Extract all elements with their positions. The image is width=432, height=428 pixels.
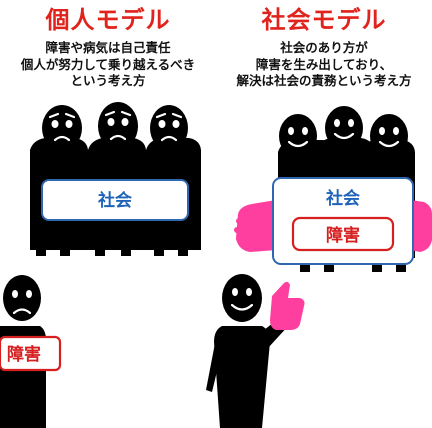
smiling-face-icon: [279, 114, 317, 158]
smiling-face-icon: [370, 114, 408, 158]
individual-desc-line: という考え方: [70, 73, 146, 88]
sad-face-icon: [3, 275, 41, 321]
social-society-label: 社会: [325, 188, 360, 209]
individual-barrier-label: 障害: [7, 344, 41, 365]
thumbs-up-icon: [270, 281, 305, 330]
individual-barrier-sign: [0, 335, 62, 372]
individual-society-sign: [41, 179, 189, 221]
social-barrier-label: 障害: [326, 225, 360, 246]
social-happy-person: [206, 274, 305, 428]
smiling-face-icon: [222, 274, 262, 322]
social-model-title: 社会モデル: [261, 6, 387, 34]
social-model-description: 社会のあり方が 障害を生み出しており、 解決は社会の責務という考え方: [216, 40, 432, 90]
smiling-face-icon: [325, 106, 363, 150]
individual-society-label: 社会: [97, 190, 132, 211]
helping-hand-icon: [234, 200, 276, 252]
social-model-crowd: 社会 障害: [234, 106, 432, 272]
social-barrier-sign: [291, 216, 395, 252]
individual-model-crowd: 社会: [30, 102, 201, 256]
individual-model-panel: 個人モデル 障害や病気は自己責任 個人が努力して乗り越えるべき という考え方: [0, 6, 216, 90]
social-model-panel: 社会モデル 社会のあり方が 障害を生み出しており、 解決は社会の責務という考え方: [216, 0, 432, 428]
individual-model-description: 障害や病気は自己責任 個人が努力して乗り越えるべき という考え方: [0, 40, 216, 90]
individual-model-title: 個人モデル: [45, 6, 171, 34]
helping-hand-icon: [410, 200, 432, 252]
individual-desc-line: 個人が努力して乗り越えるべき: [20, 56, 196, 72]
social-desc-line: 社会のあり方が: [280, 40, 368, 55]
individual-person: 障害: [0, 275, 62, 428]
social-desc-line: 障害を生み出しており、: [255, 56, 393, 72]
individual-desc-line: 障害や病気は自己責任: [45, 40, 171, 55]
social-desc-line: 解決は社会の責務という考え方: [236, 73, 412, 88]
